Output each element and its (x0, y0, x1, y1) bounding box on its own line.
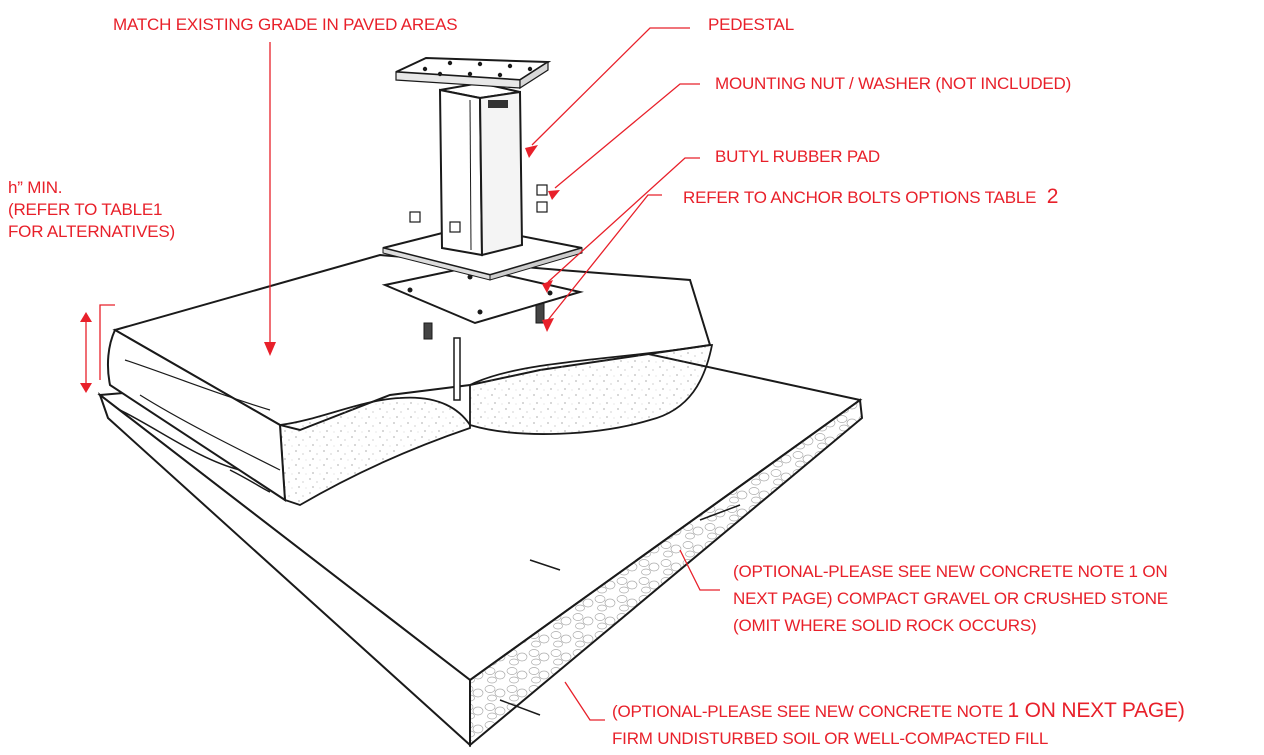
gravel-line1: (OPTIONAL-PLEASE SEE NEW CONCRETE NOTE 1… (733, 562, 1168, 581)
gravel-line3: (OMIT WHERE SOLID ROCK OCCURS) (733, 616, 1037, 635)
mounting-nuts (409, 184, 548, 233)
label-match-grade: MATCH EXISTING GRADE IN PAVED AREAS (113, 15, 458, 34)
pad-holes (407, 274, 553, 315)
butyl-rubber-pad (381, 265, 584, 325)
label-mounting-nut: MOUNTING NUT / WASHER (NOT INCLUDED) (715, 74, 1072, 93)
soil-line1-b: 1 ON NEXT PAGE) (1007, 699, 1185, 722)
label-soil: (OPTIONAL-PLEASE SEE NEW CONCRETE NOTE 1… (612, 697, 1185, 752)
h-min-line2: (REFER TO TABLE1 (8, 200, 163, 219)
gravel-line2: NEXT PAGE) COMPACT GRAVEL OR CRUSHED STO… (733, 589, 1168, 608)
label-anchor-bolts: REFER TO ANCHOR BOLTS OPTIONS TABLE 2 (683, 186, 1058, 209)
label-pedestal: PEDESTAL (708, 15, 794, 34)
label-gravel: (OPTIONAL-PLEASE SEE NEW CONCRETE NOTE 1… (733, 558, 1168, 639)
h-min-line3: FOR ALTERNATIVES) (8, 222, 175, 241)
label-butyl-pad: BUTYL RUBBER PAD (715, 147, 880, 166)
anchor-bolts-number: 2 (1046, 185, 1059, 208)
soil-line1-a: (OPTIONAL-PLEASE SEE NEW CONCRETE NOTE (612, 702, 1008, 721)
top-plate (395, 56, 552, 90)
soil-line2: FIRM UNDISTURBED SOIL OR WELL-COMPACTED … (612, 729, 1049, 748)
arrowheads (80, 145, 560, 393)
anchor-bolts-text: REFER TO ANCHOR BOLTS OPTIONS TABLE (683, 188, 1037, 207)
label-h-min: h” MIN. (REFER TO TABLE1 FOR ALTERNATIVE… (8, 177, 175, 243)
leader-lines (85, 27, 720, 721)
h-min-line1: h” MIN. (8, 178, 63, 197)
pedestal-column (438, 81, 524, 257)
